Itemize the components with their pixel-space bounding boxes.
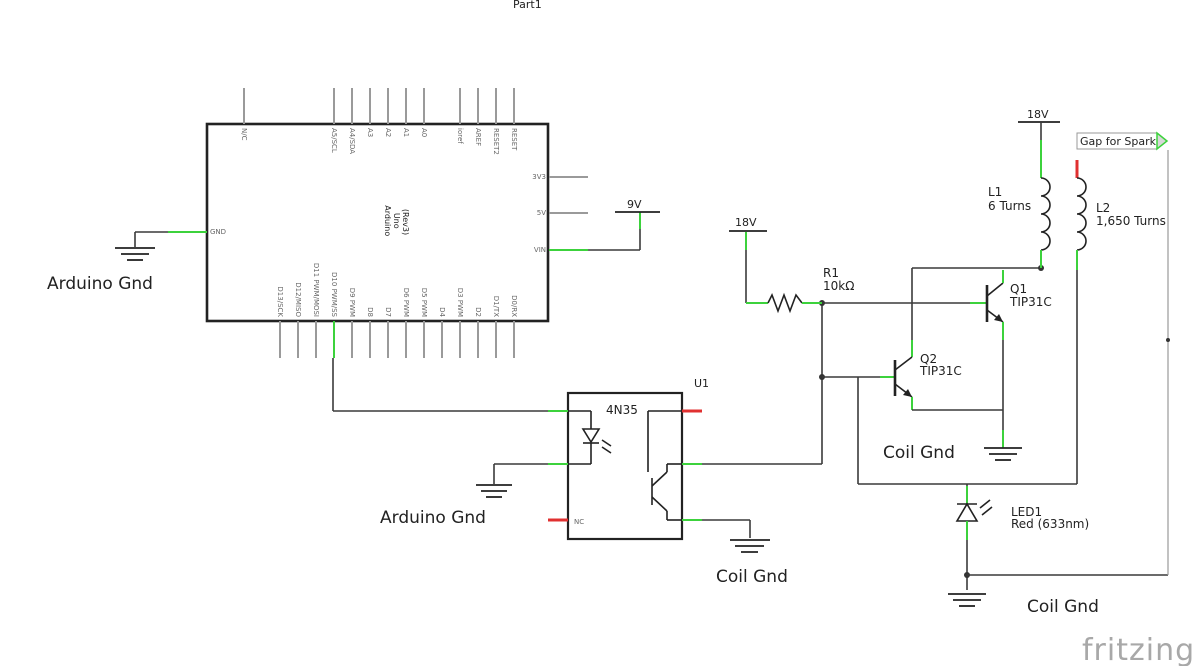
top-pin-label-a4-sda: A4/SDA — [348, 128, 356, 154]
arduino-name: Arduino Uno (Rev3) — [383, 205, 410, 239]
bottom-pin-label-d12-miso: D12/MISO — [294, 282, 302, 317]
top-pin-label-a1: A1 — [402, 128, 410, 137]
bottom-pin-label-d9-pwm: D9 PWM — [348, 288, 356, 317]
bottom-pin-label-d1-tx: D1/TX — [492, 296, 500, 317]
pin-label-vin: VIN — [534, 246, 546, 254]
bottom-pin-label-d2: D2 — [474, 307, 482, 317]
bottom-pin-label-d6-pwm: D6 PWM — [402, 288, 410, 317]
l2-value: 1,650 Turns — [1096, 214, 1166, 228]
q2-ref: Q2 — [920, 352, 937, 366]
arduino-body — [205, 122, 550, 323]
bottom-pin-label-d7: D7 — [384, 307, 392, 317]
inductor-l1 — [1018, 121, 1060, 268]
arduino-uno: Arduino Uno (Rev3) N/C A5/SCL A4/SDA A3 A2 A1… — [168, 88, 588, 358]
label-9v: 9V — [627, 198, 642, 211]
bottom-pin-label-d5-pwm: D5 PWM — [420, 288, 428, 317]
transistor-q1 — [985, 270, 1004, 340]
q-ground — [984, 447, 1022, 461]
top-pin-label-reset2: RESET2 — [492, 128, 500, 155]
l1-ref: L1 — [988, 185, 1002, 199]
power-9v — [588, 211, 660, 251]
spark-gap-label: Gap for Spark — [1080, 135, 1157, 148]
r1-ref: R1 — [823, 266, 839, 280]
arduino-top-pins: N/C A5/SCL A4/SDA A3 A2 A1 A0 ioref AREF RESET2 RE… — [240, 88, 518, 155]
arduino-gnd-label-1: Arduino Gnd — [47, 274, 153, 294]
resistor-r1 — [729, 230, 822, 314]
coil-gnd-label-1: Coil Gnd — [716, 567, 788, 587]
pin-label-gnd: GND — [210, 228, 226, 236]
transistor-q2 — [822, 356, 913, 410]
u1-ref: U1 — [694, 377, 709, 390]
r1-value: 10kΩ — [823, 279, 854, 293]
bottom-pin-label-d0-rx: D0/RX — [510, 295, 518, 317]
pin-label-5v: 5V — [537, 209, 546, 217]
arduino-name-line3: (Rev3) — [401, 209, 410, 235]
top-pin-label-reset: RESET — [510, 128, 518, 151]
q2-value: TIP31C — [919, 364, 962, 378]
u1-part: 4N35 — [606, 403, 638, 417]
arduino-name-line1: Arduino — [383, 205, 392, 236]
q1-value: TIP31C — [1009, 295, 1052, 309]
top-pin-label-a5-scl: A5/SCL — [330, 128, 338, 153]
fritzing-logo: fritzing — [1082, 633, 1195, 666]
coil-gnd-label-2: Coil Gnd — [883, 443, 955, 463]
led-led1 — [955, 486, 993, 590]
top-pin-label-a2: A2 — [384, 128, 392, 137]
u1-body — [566, 391, 684, 541]
led1-value: Red (633nm) — [1011, 517, 1089, 531]
sheet-title: Part1 — [513, 0, 542, 11]
led1-ref: LED1 — [1011, 505, 1042, 519]
led-ground — [948, 593, 986, 607]
top-pin-label-n-c: N/C — [240, 128, 248, 141]
bottom-pin-label-d11-pwm-mosi: D11 PWM/MOSI — [312, 263, 320, 317]
arduino-gnd-label-2: Arduino Gnd — [380, 508, 486, 528]
bottom-pin-label-d3-pwm: D3 PWM — [456, 288, 464, 317]
coil-gnd-label-3: Coil Gnd — [1027, 597, 1099, 617]
spark-gap: Gap for Spark — [1076, 131, 1169, 151]
optocoupler-u1 — [548, 391, 702, 541]
top-pin-label-aref: AREF — [474, 128, 482, 146]
top-pin-label-ioref: ioref — [456, 128, 464, 144]
q1-ref: Q1 — [1010, 282, 1027, 296]
bottom-pin-label-d8: D8 — [366, 307, 374, 317]
top-pin-label-a3: A3 — [366, 128, 374, 137]
u1-nc: NC — [574, 518, 584, 526]
label-18v-coil: 18V — [1027, 108, 1049, 121]
top-pin-label-a0: A0 — [420, 128, 428, 137]
bottom-pin-label-d4: D4 — [438, 307, 446, 317]
u1-ground-coil — [702, 519, 770, 553]
arduino-bottom-pins: D13/SCK D12/MISO D11 PWM/MOSI D10 PWM/SS D9 … — [276, 263, 518, 358]
arduino-ground — [115, 231, 168, 261]
pin-label-3v3: 3V3 — [532, 173, 546, 181]
bottom-pin-label-d13-sck: D13/SCK — [276, 286, 284, 317]
label-18v-r1: 18V — [735, 216, 757, 229]
bottom-pin-label-d10-pwm-ss: D10 PWM/SS — [330, 272, 338, 318]
inductor-l2 — [1075, 160, 1087, 270]
u1-ground-arduino — [476, 463, 548, 498]
l2-ref: L2 — [1096, 201, 1110, 215]
l1-value: 6 Turns — [988, 199, 1031, 213]
arduino-name-line2: Uno — [392, 213, 401, 229]
